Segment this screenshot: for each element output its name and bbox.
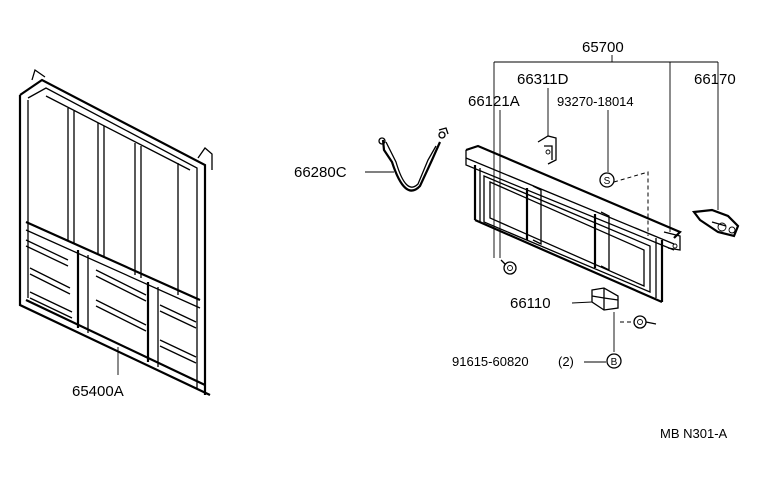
symbol-s-text: S [604, 176, 611, 187]
bolt-drawing [633, 315, 657, 329]
hook-nut-drawing [500, 259, 517, 275]
rear-panel-drawing [465, 144, 682, 304]
bracket-label: 66110 [510, 295, 551, 312]
screw-label: 93270-18014 [557, 94, 634, 109]
leader-lines [493, 55, 719, 352]
symbol-b: B [606, 353, 622, 369]
bolt-label: 91615-60820 [452, 354, 529, 369]
symbol-s: S [599, 172, 615, 188]
chain-label: 66280C [294, 164, 347, 181]
rear-panel-label: 65700 [582, 39, 624, 56]
symbol-b-text: B [611, 357, 618, 368]
latch-label: 66170 [694, 71, 736, 88]
hinge-label: 66311D [517, 71, 569, 88]
drawing-id: MB N301-A [660, 426, 728, 441]
guard-frame-drawing [18, 68, 213, 396]
hinge-drawing [537, 135, 557, 165]
bracket-drawing [591, 287, 619, 311]
latch-drawing [691, 208, 740, 238]
hook-label: 66121A [468, 93, 520, 110]
chain-drawing [365, 127, 449, 192]
bolt-quantity: (2) [558, 354, 574, 369]
guard-frame-label: 65400A [72, 383, 124, 400]
